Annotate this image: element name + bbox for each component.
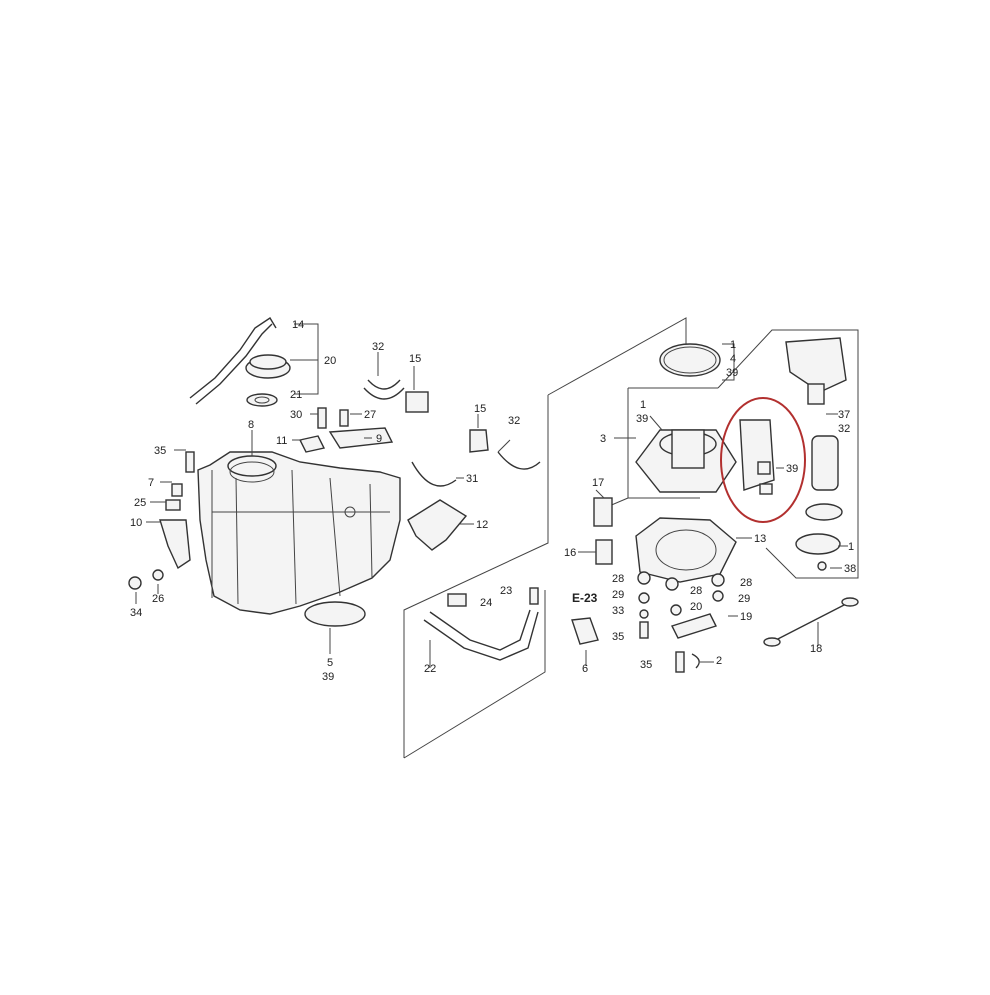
callout-4: 4 <box>730 353 736 365</box>
callout-5: 5 <box>327 657 333 669</box>
callout-32: 32 <box>838 423 850 435</box>
callout-39: 39 <box>322 671 334 683</box>
leader-lines <box>135 323 848 668</box>
callout-28: 28 <box>740 577 752 589</box>
highlighted-bracket <box>720 397 806 523</box>
callout-1: 1 <box>848 541 854 553</box>
callout-29: 29 <box>612 589 624 601</box>
callout-15: 15 <box>409 353 421 365</box>
callout-35: 35 <box>612 631 624 643</box>
callout-39: 39 <box>636 413 648 425</box>
dipstick <box>763 597 859 647</box>
callout-32: 32 <box>372 341 384 353</box>
callout-18: 18 <box>810 643 822 655</box>
callout-39: 39 <box>726 367 738 379</box>
callout-39: 39 <box>786 463 798 475</box>
callout-31: 31 <box>466 473 478 485</box>
callout-1: 1 <box>730 339 736 351</box>
callout-32: 32 <box>508 415 520 427</box>
clamps <box>304 379 541 627</box>
callout-37: 37 <box>838 409 850 421</box>
callout-1: 1 <box>640 399 646 411</box>
callout-3: 3 <box>600 433 606 445</box>
callout-26: 26 <box>152 593 164 605</box>
callout-2: 2 <box>716 655 722 667</box>
callout-28: 28 <box>612 573 624 585</box>
callout-22: 22 <box>424 663 436 675</box>
section-reference: E-23 <box>572 591 598 605</box>
left-fasteners <box>128 407 394 590</box>
frame-lines <box>403 317 859 759</box>
callout-38: 38 <box>844 563 856 575</box>
fuel-cap-assembly <box>189 317 291 407</box>
callout-14: 14 <box>292 319 304 331</box>
callout-12: 12 <box>476 519 488 531</box>
callout-35: 35 <box>154 445 166 457</box>
gasket <box>635 517 737 583</box>
callout-17: 17 <box>592 477 604 489</box>
callout-10: 10 <box>130 517 142 529</box>
callout-24: 24 <box>480 597 492 609</box>
callout-labels: 14 20 21 32 15 30 27 11 9 8 35 7 25 10 3… <box>130 319 856 683</box>
callout-21: 21 <box>290 389 302 401</box>
callout-27: 27 <box>364 409 376 421</box>
callout-34: 34 <box>130 607 142 619</box>
pump-unit <box>635 343 737 493</box>
callout-25: 25 <box>134 497 146 509</box>
callout-28: 28 <box>690 585 702 597</box>
callout-30: 30 <box>290 409 302 421</box>
callout-19: 19 <box>740 611 752 623</box>
filter-parts <box>785 337 847 571</box>
callout-8: 8 <box>248 419 254 431</box>
callout-20: 20 <box>324 355 336 367</box>
fuel-tank <box>197 451 401 615</box>
callout-29: 29 <box>738 593 750 605</box>
callout-15: 15 <box>474 403 486 415</box>
callout-23: 23 <box>500 585 512 597</box>
callout-33: 33 <box>612 605 624 617</box>
callout-11: 11 <box>276 435 287 447</box>
callout-7: 7 <box>148 477 154 489</box>
callout-6: 6 <box>582 663 588 675</box>
callout-9: 9 <box>376 433 382 445</box>
fuel-line <box>423 587 599 661</box>
callout-13: 13 <box>754 533 766 545</box>
lower-fasteners <box>593 497 725 673</box>
callout-16: 16 <box>564 547 576 559</box>
callout-20: 20 <box>690 601 702 613</box>
callout-35: 35 <box>640 659 652 671</box>
